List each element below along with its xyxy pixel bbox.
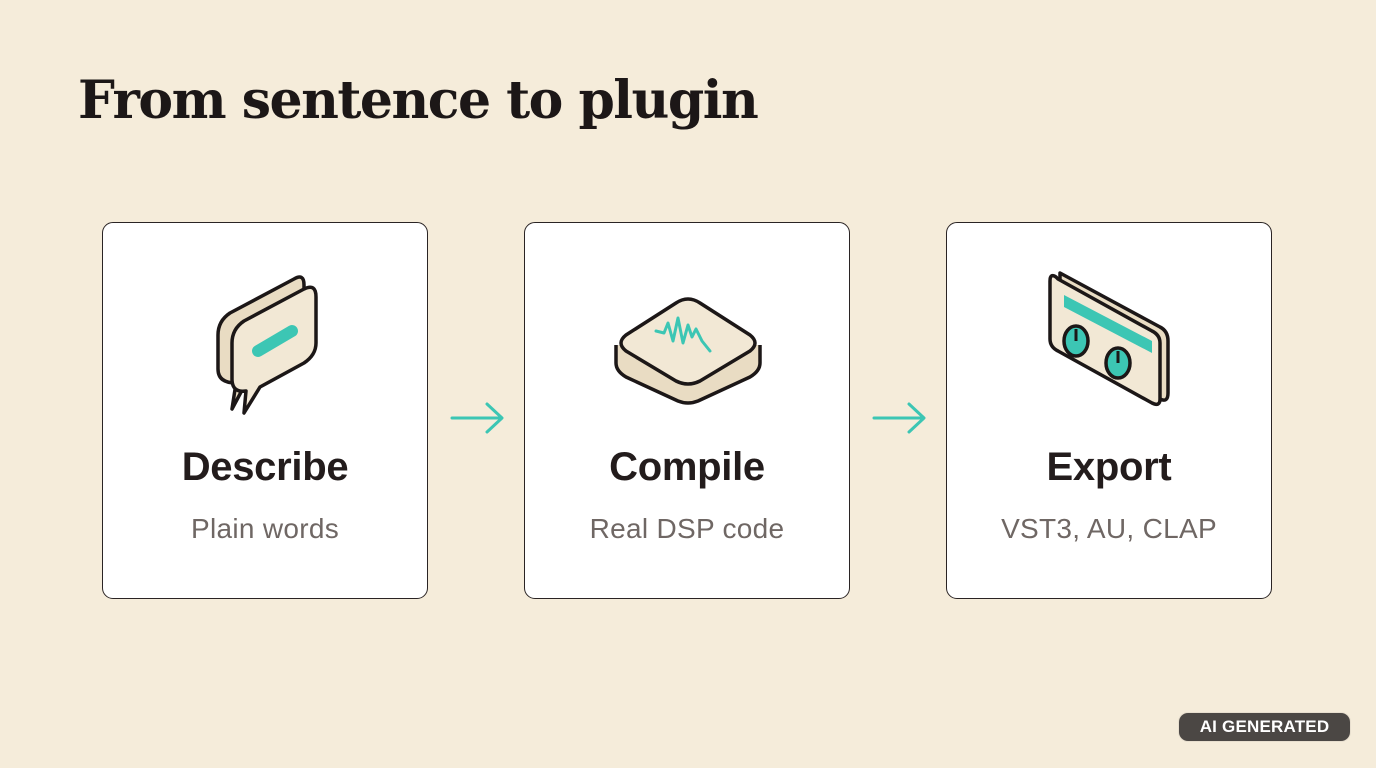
step-card-describe: Describe Plain words bbox=[102, 222, 428, 599]
step-title: Describe bbox=[181, 445, 349, 489]
step-subtitle: Plain words bbox=[190, 513, 340, 544]
step-subtitle: Real DSP code bbox=[589, 513, 785, 544]
step-card-compile: Compile Real DSP code bbox=[524, 222, 850, 599]
step-title: Compile bbox=[609, 445, 765, 489]
ai-generated-badge: AI GENERATED bbox=[1179, 713, 1350, 741]
page-title: From sentence to plugin bbox=[78, 70, 759, 131]
plugin-panel-icon bbox=[1020, 263, 1200, 423]
arrow-right-icon bbox=[449, 398, 507, 438]
step-title: Export bbox=[1046, 445, 1172, 489]
step-subtitle: VST3, AU, CLAP bbox=[1001, 513, 1217, 544]
waveform-chip-icon bbox=[598, 263, 778, 423]
step-card-export: Export VST3, AU, CLAP bbox=[946, 222, 1272, 599]
arrow-right-icon bbox=[871, 398, 929, 438]
speech-bubble-icon bbox=[176, 263, 356, 423]
